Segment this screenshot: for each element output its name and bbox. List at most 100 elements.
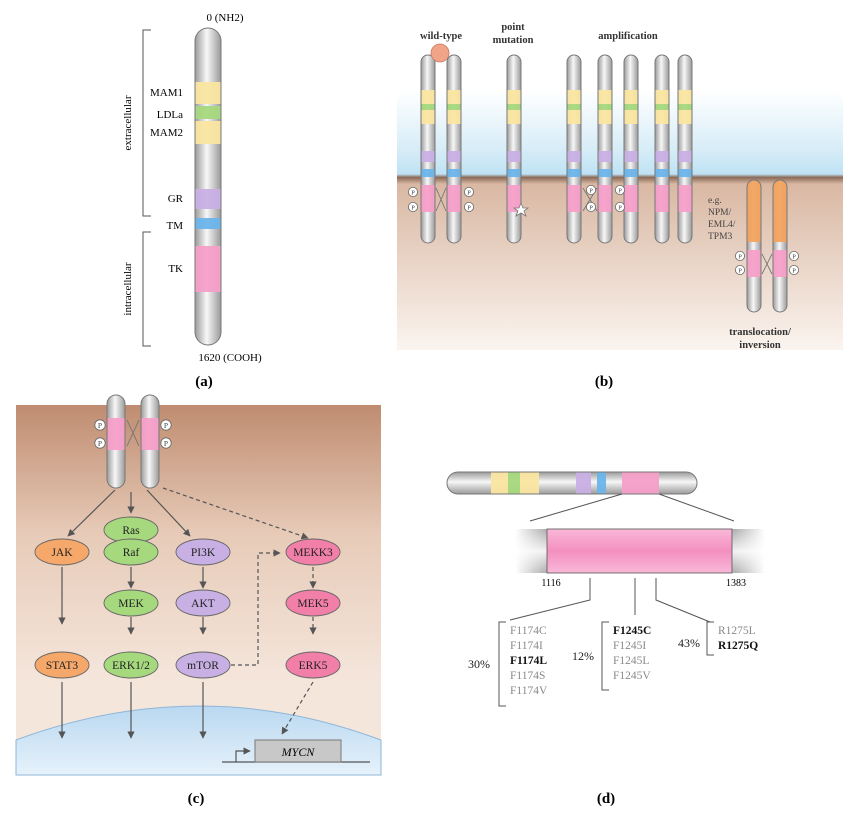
c-receptor-left (106, 394, 126, 489)
ligand-icon (430, 43, 450, 63)
d-band-5 (622, 472, 659, 494)
mutation-f1245l: F1245L (613, 655, 649, 667)
tk-domain-zoom (546, 528, 733, 574)
mutation-f1174i: F1174I (510, 640, 543, 652)
mutation-f1174s: F1174S (510, 670, 545, 682)
b-chromosome-0-band-4 (421, 169, 435, 177)
b-chromosome-1-band-3 (447, 151, 461, 162)
b-phospho-10 (735, 264, 746, 275)
node-raf-label: Raf (123, 547, 140, 559)
mycn-gene-label: MYCN (281, 745, 316, 759)
b-chromosome-7-band-3 (678, 151, 692, 162)
mutation-f1245v: F1245V (613, 670, 651, 682)
b-chromosome-1 (446, 54, 462, 244)
mutation-f1245c: F1245C (613, 625, 651, 637)
c-phospho-2-label: P (98, 439, 102, 448)
d-band-3 (576, 472, 591, 494)
b-chromosome-6-band-5 (655, 185, 669, 212)
d-band-4 (597, 472, 606, 494)
b-chromosome-1-band-1 (447, 104, 461, 110)
b-chromosome-7 (677, 54, 693, 244)
b-chromosome-5 (623, 54, 639, 244)
alk-receptor-band-0 (195, 82, 221, 104)
group-3-percent: 43% (678, 636, 700, 650)
b-phospho-12-label: P (792, 268, 796, 275)
point-mutation-label-1: point (501, 22, 525, 33)
panel-a: 0 (NH2) 1620 (COOH) MAM1 LDLa MAM2 GR TM… (122, 12, 262, 390)
b-phospho-5 (586, 184, 597, 195)
b-chromosome-0-band-2 (421, 110, 435, 124)
b-chromosome-3-band-2 (567, 110, 581, 124)
alk-horizontal-chromosome (446, 471, 698, 495)
b-chromosome-6-band-1 (655, 104, 669, 110)
node-mek5: MEK5 (285, 589, 341, 617)
b-chromosome-4-band-3 (598, 151, 612, 162)
tk-end-label: 1383 (726, 578, 746, 589)
b-chromosome-5-band-4 (624, 169, 638, 177)
b-phospho-4 (463, 201, 474, 212)
c-dimer-cross (126, 419, 140, 447)
panel-a-caption: (a) (195, 374, 213, 390)
b-phospho-1 (407, 186, 418, 197)
b-phospho-11-label: P (792, 254, 796, 261)
b-chromosome-1-band-2 (447, 110, 461, 124)
node-pi3k: PI3K (175, 538, 231, 566)
b-phospho-1-label: P (411, 190, 415, 197)
b-chromosome-6-band-2 (655, 110, 669, 124)
node-mek: MEK (103, 589, 159, 617)
b-chromosome-2-band-4 (507, 169, 521, 177)
mutation-f1174l: F1174L (510, 655, 547, 667)
c-phospho-1 (94, 419, 106, 431)
mutation-f1174c: F1174C (510, 625, 547, 637)
node-ras: Ras (103, 516, 159, 544)
b-chromosome-7-band-2 (678, 110, 692, 124)
b-chromosome-0 (420, 54, 436, 244)
b-chromosome-3-band-5 (567, 185, 581, 212)
alk-receptor-band-2 (195, 121, 221, 144)
b-chromosome-4-band-4 (598, 169, 612, 177)
b-chromosome-1-band-0 (447, 90, 461, 104)
b-chromosome-2-band-2 (507, 110, 521, 124)
mutation-groups: 30%F1174CF1174IF1174LF1174SF1174V12%F124… (468, 625, 758, 697)
b-chromosome-5-band-5 (624, 185, 638, 212)
b-chromosome-5-band-2 (624, 110, 638, 124)
fusion-chromosome-1 (772, 179, 788, 313)
group-1-percent: 30% (468, 657, 490, 671)
extracellular-bracket (142, 29, 151, 217)
zoom-line-right (658, 493, 735, 522)
b-phospho-6 (586, 201, 597, 212)
translocation-label-1: translocation/ (729, 327, 792, 338)
b-chromosome-7-band-0 (678, 90, 692, 104)
intracellular-label: intracellular (122, 262, 134, 315)
mam2-label: MAM2 (150, 127, 183, 139)
wild-type-label: wild-type (420, 31, 462, 42)
node-stat3-label: STAT3 (46, 660, 79, 672)
c-phospho-1-label: P (98, 421, 102, 430)
fusion-dimer-cross (761, 253, 773, 275)
c-terminus-label: 1620 (COOH) (198, 352, 262, 364)
partner-label-3: EML4/ (708, 220, 736, 230)
c-phospho-4-label: P (164, 439, 168, 448)
node-erk5-label: ERK5 (299, 660, 328, 672)
translocation-label-2: inversion (739, 340, 781, 351)
n-terminus-label: 0 (NH2) (207, 12, 244, 24)
node-mek5-label: MEK5 (297, 598, 329, 610)
b-phospho-10-label: P (738, 268, 742, 275)
b-chromosome-7-band-1 (678, 104, 692, 110)
b-chromosome-2-band-0 (507, 90, 521, 104)
b-chromosome-3-band-1 (567, 104, 581, 110)
node-erk12: ERK1/2 (103, 651, 159, 679)
panel-b-caption: (b) (595, 374, 613, 390)
d-band-2 (520, 472, 539, 494)
b-chromosome-4-band-5 (598, 185, 612, 212)
hotspot-connectors (509, 578, 711, 623)
partner-label-2: NPM/ (708, 208, 732, 218)
mutation-f1245i: F1245I (613, 640, 646, 652)
c-phospho-3-label: P (164, 421, 168, 430)
fusion-chromosome-1-band-0 (773, 180, 787, 242)
c-receptor-right-band-0 (141, 418, 159, 450)
